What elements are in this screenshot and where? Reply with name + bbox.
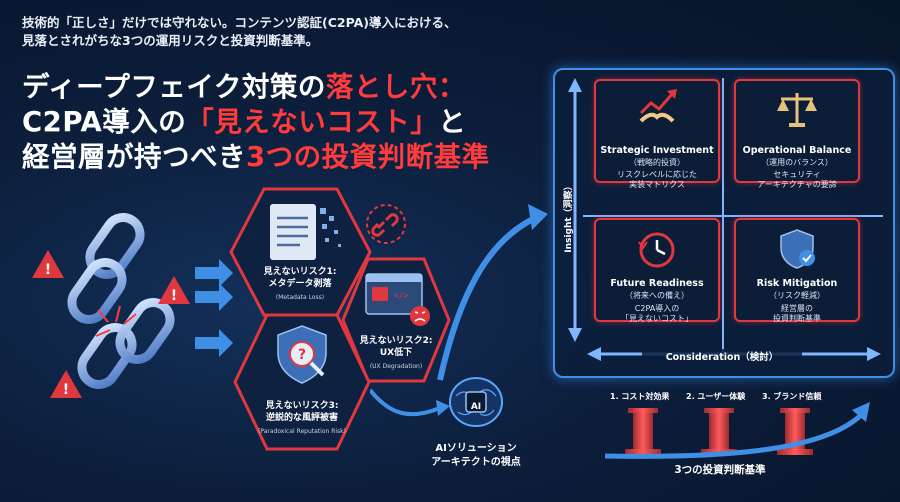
risk-1-en: (Metadata Loss) xyxy=(275,294,325,301)
risk-3-label: 見えないリスク3: 逆説的な風評被害 (Paradoxical Reputati… xyxy=(246,400,358,438)
ai-caption-2: アーキテクトの視点 xyxy=(431,457,521,468)
broken-chain-icon: ! ! ! xyxy=(32,213,190,398)
flow-arrows-icon xyxy=(195,259,233,357)
ai-brain-icon xyxy=(449,377,503,427)
title-line1-red: 落とし穴： xyxy=(325,71,466,103)
page-title: ディープフェイク対策の落とし穴： C2PA導入の「見えないコスト」と 経営層が持… xyxy=(22,70,582,175)
q3-d2: 「見えないコスト」 xyxy=(621,314,693,323)
pillar-label-2: 2. ユーザー体験 xyxy=(686,392,746,401)
risk-2-en: (UX Degradation) xyxy=(369,363,423,370)
pillar-label-3: 3. ブランド信頼 xyxy=(762,392,822,401)
title-line1-pre: ディープフェイク対策の xyxy=(22,71,326,103)
q4-sub: （リスク軽減） xyxy=(769,291,825,300)
pillar-label-1: 1. コスト対効果 xyxy=(610,392,670,401)
risk-3-name: 逆説的な風評被害 xyxy=(265,413,338,423)
q4-d2: 投資判断基準 xyxy=(773,314,821,323)
title-line2-pre: C2PA導入の xyxy=(22,106,187,138)
quadrant-operational-balance: Operational Balance （運用のバランス） セキュリティ アーキ… xyxy=(734,79,860,189)
ai-caption: AIソリューション アーキテクトの視点 xyxy=(420,442,532,470)
quadrant-strategic-investment: Strategic Investment （戦略的投資） リスクレベルに応じた … xyxy=(594,79,720,189)
pillars-icon xyxy=(604,402,870,459)
risk-2-name: UX低下 xyxy=(379,348,413,358)
risk-2-title: 見えないリスク2: xyxy=(359,336,433,346)
title-line3-pre: 経営層が持つべき xyxy=(22,141,246,173)
q3-d1: C2PA導入の xyxy=(634,304,680,313)
svg-text:</>: </> xyxy=(394,291,409,300)
q1-title: Strategic Investment xyxy=(600,145,714,156)
q3-title: Future Readiness xyxy=(610,278,704,289)
risk-3-en: (Paradoxical Reputation Risk) xyxy=(258,428,346,435)
clock-icon xyxy=(638,232,675,268)
title-line3-red: 3つの投資判断基準 xyxy=(246,141,490,173)
q4-d1: 経営層の xyxy=(781,304,813,313)
broken-link-icon xyxy=(366,204,406,244)
risk-2-label: 見えないリスク2: UX低下 (UX Degradation) xyxy=(350,335,442,373)
pillars-caption: 3つの投資判断基準 xyxy=(674,464,766,476)
svg-text:!: ! xyxy=(171,288,177,304)
title-line2-red: 「見えないコスト」 xyxy=(186,106,439,138)
curved-arrows-icon xyxy=(370,204,548,417)
x-axis-label: Consideration（検討） xyxy=(642,349,802,363)
ai-caption-1: AIソリューション xyxy=(435,443,517,454)
y-axis-label: Insight（洞察） xyxy=(564,181,574,253)
lead-line-2: 見落とされがちな3つの運用リスクと投資判断基準。 xyxy=(22,33,319,48)
title-line2-post: と xyxy=(438,106,467,138)
ai-badge: AI xyxy=(470,402,482,412)
risk-hex-3: ? xyxy=(233,313,371,451)
q1-d1: リスクレベルに応じた xyxy=(617,170,697,179)
risk-1-name: メタデータ剥落 xyxy=(268,279,332,289)
risk-hex-1 xyxy=(229,187,372,317)
quadrant-future-readiness: Future Readiness （将来への備え） C2PA導入の 「見えないコ… xyxy=(594,218,720,323)
q3-sub: （将来への備え） xyxy=(625,291,689,300)
q1-d2: 実装マトリクス xyxy=(629,180,685,189)
risk-1-label: 見えないリスク1: メタデータ剥落 (Metadata Loss) xyxy=(244,266,356,304)
handshake-growth-icon xyxy=(639,89,677,123)
risk-3-title: 見えないリスク3: xyxy=(265,401,339,411)
lead-line-1: 技術的「正しさ」だけでは守れない。コンテンツ認証(C2PA)導入における、 xyxy=(22,15,457,30)
risk-hex-2: </> xyxy=(341,257,451,383)
svg-text:!: ! xyxy=(45,262,51,278)
q1-sub: （戦略的投資） xyxy=(629,158,685,167)
svg-text:?: ? xyxy=(298,347,306,363)
q2-d2: アーキテクチャの要諦 xyxy=(757,180,837,189)
shield-check-icon xyxy=(780,229,815,269)
q2-sub: （運用のバランス） xyxy=(761,158,833,167)
q4-title: Risk Mitigation xyxy=(756,278,838,289)
q2-title: Operational Balance xyxy=(742,145,852,156)
risk-1-title: 見えないリスク1: xyxy=(263,267,337,277)
q2-d1: セキュリティ xyxy=(773,170,821,179)
balance-scale-icon xyxy=(777,93,817,127)
lead-text: 技術的「正しさ」だけでは守れない。コンテンツ認証(C2PA)導入における、 見落… xyxy=(22,14,562,50)
svg-text:!: ! xyxy=(63,382,69,398)
quadrant-risk-mitigation: Risk Mitigation （リスク軽減） 経営層の 投資判断基準 xyxy=(734,218,860,323)
